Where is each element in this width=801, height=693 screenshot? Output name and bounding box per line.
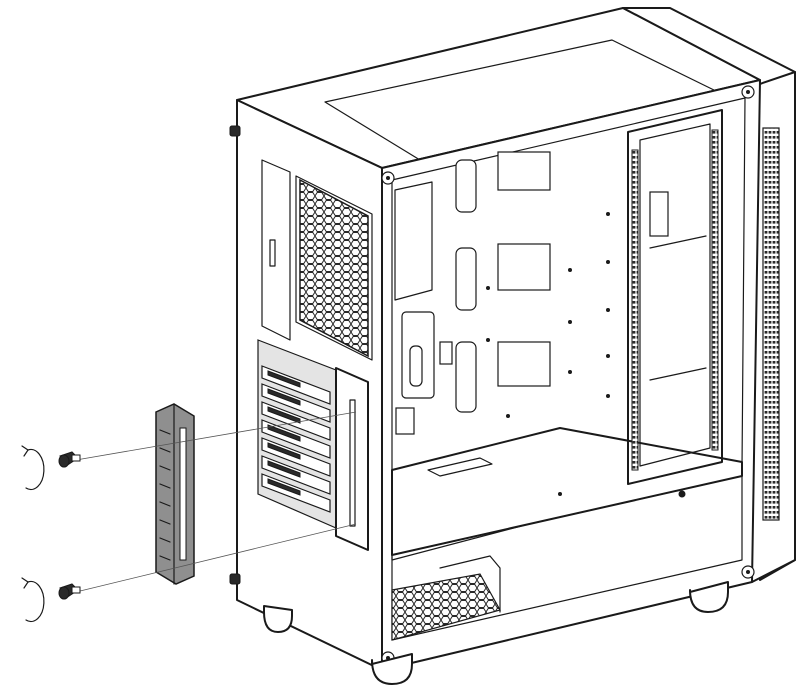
rear-io-cutout [261, 159, 291, 341]
psu-shroud-top [391, 427, 743, 556]
standoff-holes [486, 212, 686, 498]
rail-crossbars [649, 235, 707, 381]
front-vent-grille [762, 127, 780, 521]
pc-case [229, 7, 796, 685]
front-rail-slots-right [711, 129, 719, 451]
foot-front-left [371, 653, 413, 685]
slot-cover [261, 455, 331, 495]
vertical-gpu-mount [335, 367, 369, 551]
rear-fan-frame [295, 175, 373, 361]
rear-fan-mesh [299, 178, 369, 358]
slot-cover [261, 437, 331, 477]
expansion-slots [261, 365, 331, 513]
foot-front-right [689, 581, 729, 613]
rotate-arrow-icon [21, 577, 45, 623]
slot-cover [261, 473, 331, 513]
screw-icon [58, 451, 81, 468]
assembly-leader-lines [75, 411, 357, 593]
psu-bracket [439, 555, 501, 613]
drive-cage [649, 191, 669, 237]
front-rail-inner [639, 123, 711, 467]
front-rail-slots-left [631, 149, 639, 471]
slot-cover [261, 365, 331, 405]
cable-cutouts [394, 151, 551, 435]
bracket-slot [179, 427, 187, 561]
bracket-notches [159, 429, 171, 561]
rotate-arrow-icon [21, 445, 45, 491]
slot-cover [261, 383, 331, 423]
io-slot [269, 239, 276, 267]
slot-cover [261, 419, 331, 459]
detached-slot-bracket [155, 403, 195, 585]
foot-rear [263, 605, 293, 633]
front-rail-outer [627, 109, 723, 485]
psu-cutout [427, 457, 493, 477]
mount-slot [349, 399, 356, 527]
screw-icon [58, 583, 81, 600]
slot-cover [261, 401, 331, 441]
